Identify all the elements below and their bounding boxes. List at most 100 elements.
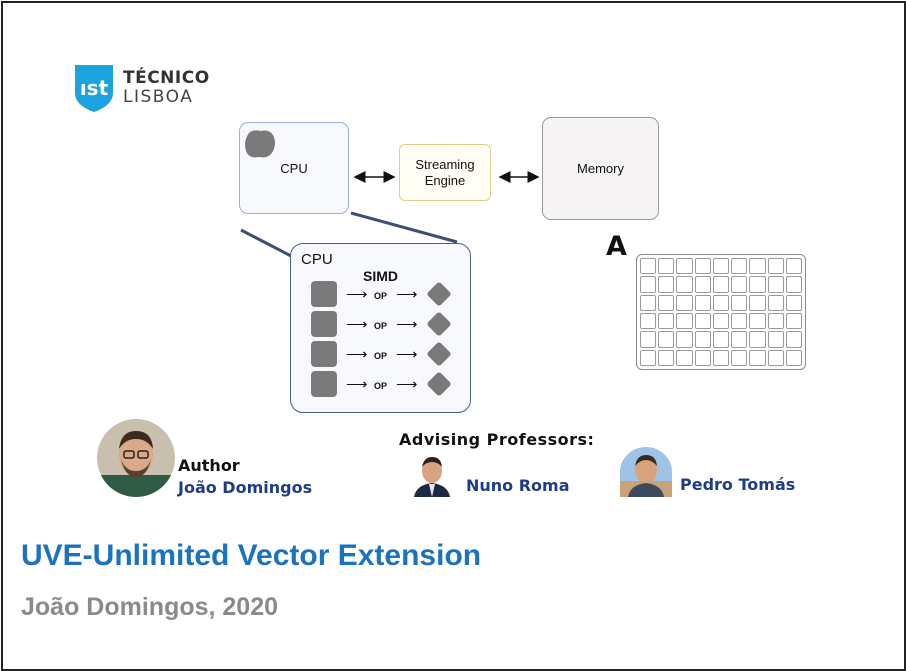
- matrix-cell: [676, 313, 693, 330]
- author-label: Author: [178, 456, 240, 475]
- advisor1-name: Nuno Roma: [466, 476, 570, 495]
- matrix-cell: [749, 276, 766, 293]
- matrix-cell: [640, 294, 657, 311]
- matrix-cell: [694, 276, 711, 293]
- matrix-cell: [712, 349, 730, 366]
- simd-arrow: ⟶: [396, 346, 418, 363]
- matrix-cell: [767, 276, 784, 293]
- cpu-box: CPU: [239, 122, 349, 214]
- simd-op-label: OP: [374, 291, 388, 301]
- presentation-title: UVE-Unlimited Vector Extension: [21, 539, 482, 572]
- simd-arrow: ⟶: [346, 346, 368, 363]
- zoom-line-right: [350, 211, 458, 244]
- matrix-cell: [640, 349, 657, 366]
- matrix-cell: [731, 276, 748, 293]
- matrix-cell: [731, 313, 748, 330]
- advisor1-avatar: [412, 451, 452, 497]
- matrix-cell: [785, 349, 802, 366]
- matrix-cell: [767, 258, 784, 275]
- matrix-cell: [694, 258, 711, 275]
- simd-arrow: ⟶: [346, 286, 368, 303]
- matrix-cell: [640, 313, 657, 330]
- logo-text: TÉCNICO LISBOA: [123, 69, 210, 107]
- matrix-cell: [658, 258, 675, 275]
- matrix-cell: [658, 294, 675, 311]
- matrix-cell: [749, 258, 766, 275]
- simd-input-square: [311, 341, 337, 367]
- tecnico-shield-icon: ıst: [75, 65, 113, 112]
- matrix-cell: [712, 294, 730, 311]
- matrix-cell: [731, 294, 748, 311]
- matrix-cell: [694, 313, 711, 330]
- simd-output-diamond: [426, 371, 452, 397]
- memory-label: Memory: [577, 161, 624, 176]
- matrix-cell: [694, 294, 711, 311]
- matrix-cell: [712, 276, 730, 293]
- advising-label: Advising Professors:: [399, 430, 595, 449]
- logo-line1: TÉCNICO: [123, 68, 210, 88]
- matrix-cell: [767, 313, 784, 330]
- simd-input-square: [311, 311, 337, 337]
- simd-input-square: [311, 371, 337, 397]
- simd-arrow: ⟶: [396, 376, 418, 393]
- matrix-cell: [767, 331, 784, 348]
- matrix-cell: [658, 349, 675, 366]
- matrix-cell: [749, 313, 766, 330]
- diagram-connectors: [240, 171, 540, 259]
- matrix-cell: [767, 294, 784, 311]
- presentation-subtitle: João Domingos, 2020: [21, 593, 279, 621]
- streaming-engine-box: Streaming Engine: [399, 144, 491, 201]
- matrix-cell: [712, 313, 730, 330]
- matrix-cell: [676, 331, 693, 348]
- matrix-cell: [658, 331, 675, 348]
- matrix-cell: [767, 349, 784, 366]
- matrix-cell: [676, 349, 693, 366]
- matrix-cell: [658, 313, 675, 330]
- matrix-cell: [712, 258, 730, 275]
- simd-label: SIMD: [363, 268, 398, 284]
- simd-output-diamond: [426, 281, 452, 307]
- cpu-chip-icon: [245, 130, 275, 158]
- cpu-box-label: CPU: [280, 160, 308, 176]
- simd-output-diamond: [426, 341, 452, 367]
- streaming-engine-label: Streaming Engine: [415, 156, 475, 188]
- cpu-zoom-label: CPU: [301, 251, 333, 268]
- simd-arrow: ⟶: [396, 286, 418, 303]
- matrix-cell: [676, 258, 693, 275]
- matrix-cell: [749, 331, 766, 348]
- simd-arrow: ⟶: [346, 376, 368, 393]
- simd-op-label: OP: [374, 321, 388, 331]
- matrix-cell: [749, 349, 766, 366]
- cpu-zoom-box: CPU SIMD ⟶ OP ⟶ ⟶ OP ⟶ ⟶ OP ⟶ ⟶ OP ⟶: [290, 243, 471, 413]
- matrix-cell: [785, 294, 802, 311]
- matrix-cell: [785, 331, 802, 348]
- matrix-cell: [731, 349, 748, 366]
- matrix-cell: [785, 313, 802, 330]
- matrix-cell: [785, 276, 802, 293]
- matrix-cell: [676, 276, 693, 293]
- simd-op-label: OP: [374, 351, 388, 361]
- matrix-cell: [731, 331, 748, 348]
- matrix-cell: [640, 331, 657, 348]
- matrix-cell: [749, 294, 766, 311]
- matrix-cell: [785, 258, 802, 275]
- zoom-line-left: [240, 228, 294, 259]
- matrix-cell: [694, 331, 711, 348]
- matrix-cell: [731, 258, 748, 275]
- matrix-cell: [640, 258, 657, 275]
- author-avatar: [97, 419, 175, 497]
- advisor2-name: Pedro Tomás: [680, 475, 796, 494]
- matrix-cell: [640, 276, 657, 293]
- author-name: João Domingos: [178, 478, 313, 497]
- simd-arrow: ⟶: [396, 316, 418, 333]
- logo-line2: LISBOA: [123, 87, 194, 107]
- matrix-cell: [676, 294, 693, 311]
- simd-output-diamond: [426, 311, 452, 337]
- matrix-grid: [636, 254, 806, 370]
- tecnico-logo: ıst TÉCNICO LISBOA: [73, 63, 210, 113]
- simd-arrow: ⟶: [346, 316, 368, 333]
- advisor2-avatar: [620, 447, 672, 497]
- memory-box: Memory: [542, 117, 659, 220]
- svg-text:ıst: ıst: [80, 76, 109, 100]
